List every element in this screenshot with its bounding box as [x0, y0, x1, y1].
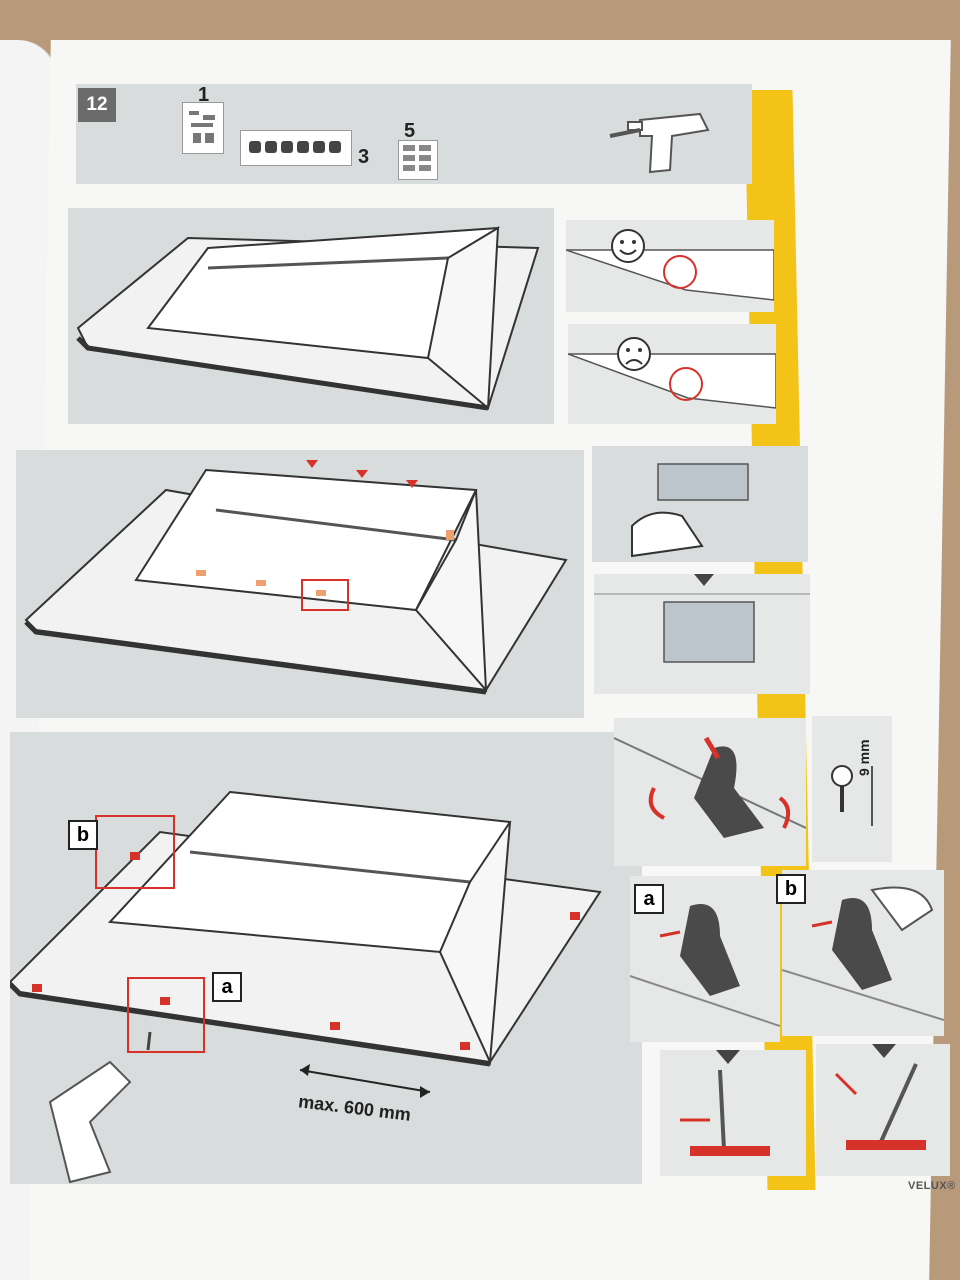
- velux-brand: VELUX®: [908, 1180, 956, 1192]
- screw-size-detail: [812, 716, 892, 862]
- clip-detail-b: [782, 870, 944, 1036]
- part-1-bag: [182, 102, 224, 154]
- pencil-icon: [609, 128, 641, 138]
- detail-label-b: b: [68, 820, 98, 850]
- pad-peel-detail: [592, 446, 808, 562]
- incorrect-fit-detail: [568, 324, 776, 424]
- illustration-pads-placement: [16, 450, 584, 718]
- part-3-number: 3: [358, 146, 370, 168]
- down-arrow-icon: [872, 1044, 896, 1058]
- screw-icon: [659, 930, 681, 938]
- pad-applied-detail: [594, 574, 810, 694]
- cordless-drill-icon: [48, 1060, 132, 1184]
- part-3-clips: [240, 130, 352, 166]
- correct-fit-detail: [566, 220, 774, 312]
- smiley-happy-icon: [611, 229, 645, 263]
- detail-label-a-large: a: [634, 884, 664, 914]
- down-arrow-icon: [716, 1050, 740, 1064]
- screw-icon: [811, 920, 833, 928]
- clip-icon: [680, 904, 740, 996]
- illustration-frame-flashing: [68, 208, 554, 424]
- down-arrow-icon: [694, 574, 714, 586]
- screw-icon: [146, 1031, 152, 1051]
- step-number: 12: [78, 88, 116, 122]
- screw-icon: [831, 765, 853, 787]
- part-1-number: 1: [198, 84, 210, 106]
- screw-length-label: 9 mm: [856, 739, 872, 776]
- smiley-sad-icon: [617, 337, 651, 371]
- part-5-pads: [398, 140, 438, 180]
- clip-icon: [694, 746, 764, 838]
- clip-side-view-a: [660, 1050, 806, 1176]
- detail-label-a: a: [212, 972, 242, 1002]
- part-5-number: 5: [404, 120, 416, 142]
- illustration-clip-mounting: [10, 732, 642, 1184]
- cordless-drill-icon: [609, 112, 710, 174]
- clip-side-view-b: [816, 1044, 950, 1176]
- clip-icon: [832, 898, 892, 990]
- detail-label-b-large: b: [776, 874, 806, 904]
- clip-rotation-detail: [614, 718, 806, 866]
